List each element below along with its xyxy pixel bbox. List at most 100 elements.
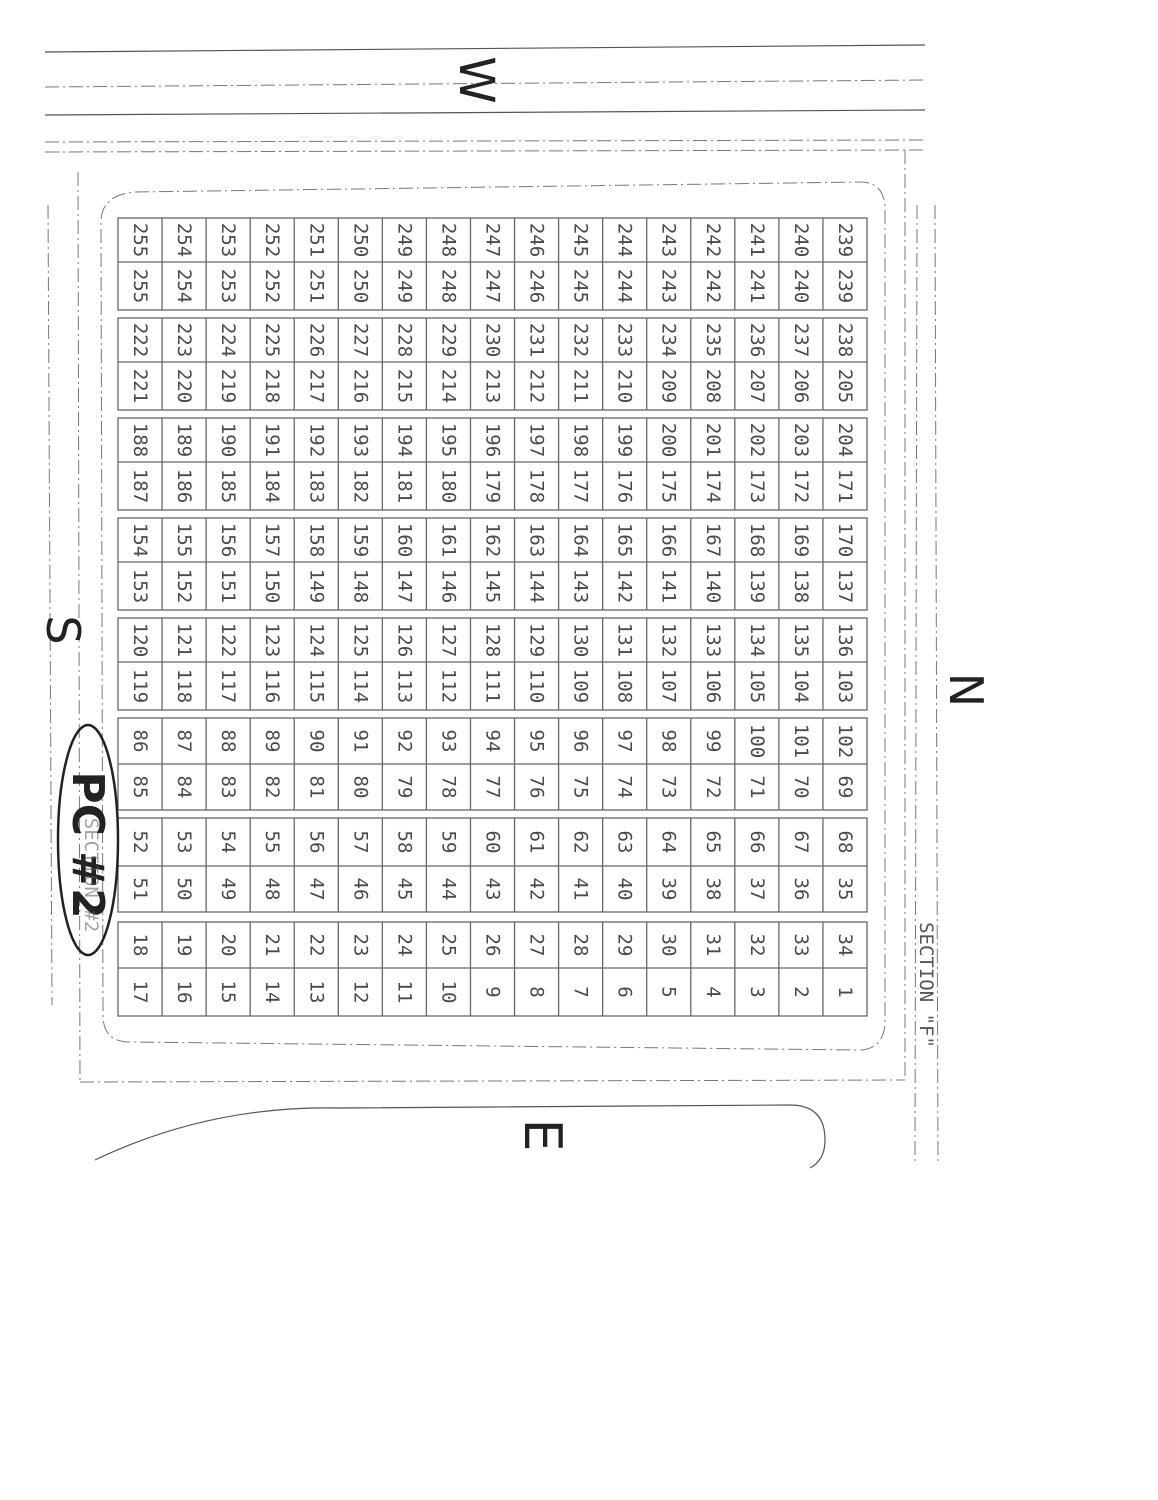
plot-number: 180 — [437, 469, 459, 503]
plot-number: 201 — [702, 423, 724, 457]
plot-number: 118 — [173, 669, 195, 703]
plot-number: 152 — [173, 569, 195, 603]
plot-number: 239 — [834, 269, 856, 303]
plot-number: 188 — [129, 423, 151, 457]
plot-number: 171 — [834, 469, 856, 503]
plot-number: 130 — [570, 623, 592, 657]
plot-number: 203 — [790, 423, 812, 457]
plot-number: 191 — [261, 423, 283, 457]
plot-number: 160 — [393, 523, 415, 557]
plot-number: 5 — [658, 986, 680, 997]
plot-number: 186 — [173, 469, 195, 503]
plot-number: 255 — [129, 269, 151, 303]
plot-number: 115 — [305, 669, 327, 703]
plot-number: 8 — [526, 986, 548, 997]
plot-grid: 2392402412422432442452462472482492502512… — [117, 217, 868, 1017]
plot-number: 165 — [614, 523, 636, 557]
plot-number: 246 — [526, 269, 548, 303]
property-boundary — [47, 150, 939, 1166]
plot-block — [117, 921, 868, 1017]
plot-block — [117, 217, 868, 311]
plot-number: 247 — [482, 269, 504, 303]
plot-number: 84 — [173, 776, 195, 799]
plot-number: 155 — [173, 523, 195, 557]
plot-number: 48 — [261, 878, 283, 901]
plot-number: 76 — [526, 776, 548, 799]
plot-number: 72 — [702, 776, 724, 799]
plot-number: 99 — [702, 730, 724, 753]
plot-number: 73 — [658, 776, 680, 799]
plot-number: 126 — [393, 623, 415, 657]
plot-number: 151 — [217, 569, 239, 603]
plot-number: 93 — [437, 730, 459, 753]
plot-number: 20 — [217, 934, 239, 957]
section-left-label: SECTION #2 — [80, 818, 102, 932]
plot-number: 248 — [437, 269, 459, 303]
inner-road-loop — [100, 181, 886, 1051]
plot-number: 140 — [702, 569, 724, 603]
plot-number: 162 — [482, 523, 504, 557]
plot-number: 137 — [834, 569, 856, 603]
plot-number: 1 — [834, 986, 856, 997]
plot-number: 204 — [834, 423, 856, 457]
plot-number: 198 — [570, 423, 592, 457]
plot-number: 86 — [129, 730, 151, 753]
plot-number: 16 — [173, 981, 195, 1004]
plot-number: 187 — [129, 469, 151, 503]
plot-number: 176 — [614, 469, 636, 503]
plot-number: 190 — [217, 423, 239, 457]
plot-number: 167 — [702, 523, 724, 557]
plot-number: 90 — [305, 730, 327, 753]
plot-number: 208 — [702, 369, 724, 403]
plot-number: 245 — [570, 269, 592, 303]
plot-number: 252 — [261, 223, 283, 257]
plot-number: 139 — [746, 569, 768, 603]
plot-number: 132 — [658, 623, 680, 657]
plot-number: 228 — [393, 323, 415, 357]
plot-number: 65 — [702, 831, 724, 854]
plot-number: 68 — [834, 831, 856, 854]
plot-number: 250 — [349, 269, 371, 303]
plot-number: 63 — [614, 831, 636, 854]
plot-number: 87 — [173, 730, 195, 753]
plot-number: 207 — [746, 369, 768, 403]
plot-number: 209 — [658, 369, 680, 403]
plot-number: 240 — [790, 269, 812, 303]
plot-number: 248 — [437, 223, 459, 257]
plot-number: 138 — [790, 569, 812, 603]
plot-number: 247 — [482, 223, 504, 257]
plot-number: 254 — [173, 223, 195, 257]
plot-number: 211 — [570, 369, 592, 403]
plot-number: 192 — [305, 423, 327, 457]
plot-number: 251 — [305, 269, 327, 303]
plot-number: 14 — [261, 981, 283, 1004]
plot-number: 46 — [349, 878, 371, 901]
plot-number: 199 — [614, 423, 636, 457]
plot-number: 26 — [482, 934, 504, 957]
plot-number: 7 — [570, 986, 592, 997]
plot-number: 106 — [702, 669, 724, 703]
plot-number: 34 — [834, 934, 856, 957]
plot-number: 135 — [790, 623, 812, 657]
plot-number: 181 — [393, 469, 415, 503]
plot-number: 50 — [173, 878, 195, 901]
plot-number: 56 — [305, 831, 327, 854]
plot-number: 108 — [614, 669, 636, 703]
plot-number: 251 — [305, 223, 327, 257]
plot-number: 45 — [393, 878, 415, 901]
plot-number: 30 — [658, 934, 680, 957]
plot-number: 58 — [393, 831, 415, 854]
plot-number: 70 — [790, 776, 812, 799]
plot-number: 231 — [526, 323, 548, 357]
plot-number: 255 — [129, 223, 151, 257]
plot-number: 240 — [790, 223, 812, 257]
plot-number: 97 — [614, 730, 636, 753]
compass-west: W — [448, 56, 504, 103]
plot-number: 24 — [393, 934, 415, 957]
plot-number: 127 — [437, 623, 459, 657]
plot-number: 168 — [746, 523, 768, 557]
plot-number: 47 — [305, 878, 327, 901]
plot-number: 177 — [570, 469, 592, 503]
plot-number: 3 — [746, 986, 768, 997]
